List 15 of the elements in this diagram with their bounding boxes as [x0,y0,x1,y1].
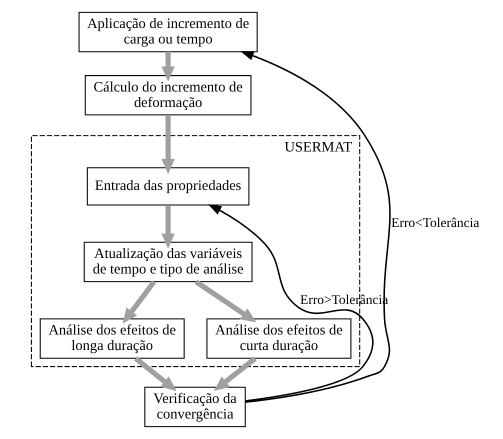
arrow [240,51,390,403]
node-box: Aplicação de incremento de carga ou tempo [78,12,258,52]
arrow [160,205,174,249]
arrow [207,204,374,402]
edge-label: Erro<Tolerância [390,215,479,230]
node-box: Análise dos efeitos de curta duração [206,318,351,359]
arrow [160,52,174,82]
arrow [194,280,256,322]
node-box: Atualização das variáveis de tempo e tipo de análise [83,242,252,282]
arrow [122,280,156,324]
node-box: Cálculo do incremento de deformação [84,75,251,116]
node-box: Verificação da convergência [144,386,246,428]
node-box: Análise dos efeitos de longa duração [39,318,184,359]
arrow [160,115,174,174]
node-box: Entrada das propriedades [86,167,249,206]
